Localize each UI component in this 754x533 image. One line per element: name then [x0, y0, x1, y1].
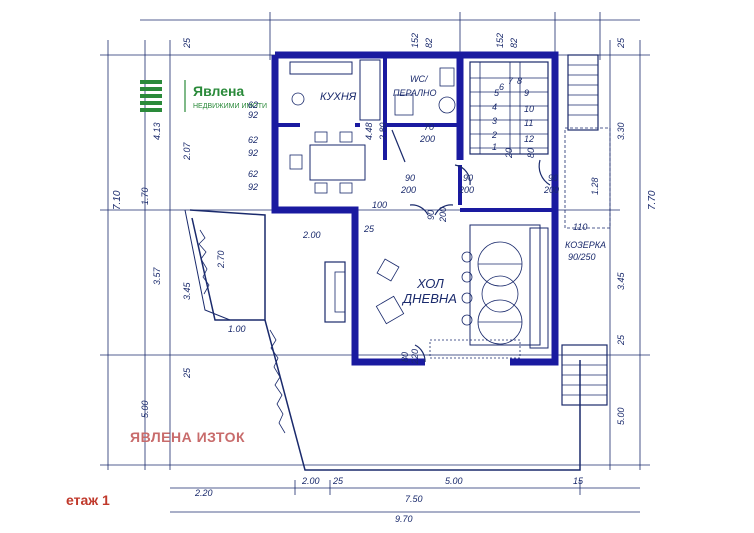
dim-k-62a: 62 [248, 135, 258, 145]
dim-right-25: 25 [616, 334, 626, 346]
room-living-label: ДНЕВНА [401, 291, 457, 306]
stair-9: 9 [524, 88, 529, 98]
dim-d-200b: 200 [458, 185, 474, 195]
floor-label: етаж 1 [66, 492, 110, 508]
dim-top-25a: 25 [182, 37, 192, 49]
dim-left-270: 2.70 [216, 250, 226, 269]
dim-d-70-200: 200 [419, 134, 435, 144]
room-hall-label: ХОЛ [416, 276, 444, 291]
logo-subtitle: НЕДВИЖИМИ ИМОТИ [193, 103, 267, 110]
dim-k-62c: 62 [248, 100, 258, 110]
dim-d-200a: 200 [400, 185, 416, 195]
dim-d-128: 1.28 [590, 177, 600, 195]
stair-10: 10 [524, 104, 534, 114]
terrace [184, 209, 581, 471]
room-canopy-label: КОЗЕРКА [565, 240, 606, 250]
staircase [469, 61, 549, 155]
dim-bot-500: 5.00 [445, 476, 463, 486]
living-furniture [324, 224, 549, 359]
walls [271, 51, 559, 366]
room-kitchen-label: КУХНЯ [320, 91, 357, 103]
dim-right-345: 3.45 [616, 271, 626, 290]
dim-d-70: 70 [424, 122, 434, 132]
stair-12: 12 [524, 134, 534, 144]
dim-d-200d: 200 [438, 207, 448, 223]
dim-left-413: 4.13 [152, 122, 162, 140]
dim-bot-200: 2.00 [301, 476, 320, 486]
dim-d-90c: 90 [548, 173, 558, 183]
dim-d-110: 110 [573, 222, 587, 232]
dim-d-200: 2.00 [302, 230, 321, 240]
dim-top-152a: 152 [410, 33, 420, 48]
dim-bot-750: 7.50 [405, 494, 423, 504]
stair-7: 7 [508, 76, 514, 86]
dim-right-770: 7.70 [647, 190, 658, 210]
dim-d-90d: 90 [426, 210, 436, 220]
dim-left-345: 3.45 [182, 281, 192, 300]
logo-mark-icon [140, 80, 162, 112]
stair-4: 4 [492, 102, 497, 112]
dim-d-100b: 1.00 [228, 324, 246, 334]
dim-top-152b: 152 [495, 33, 505, 48]
dim-d-200c: 200 [543, 185, 559, 195]
dim-left-207: 2.07 [182, 141, 192, 161]
room-laundry-label: ПЕРАЛНО [393, 88, 437, 98]
dim-bot-220: 2.20 [194, 488, 213, 498]
dim-right-330: 3.30 [616, 122, 626, 140]
dim-d-80b: 80 [526, 148, 536, 158]
stair-6: 6 [499, 82, 504, 92]
dim-d-25: 25 [363, 224, 375, 234]
stair-5: 5 [494, 88, 500, 98]
dim-k-92a: 92 [248, 148, 258, 158]
dim-bot-15: 15 [573, 476, 584, 486]
dim-bot-25: 25 [332, 476, 344, 486]
outer-stairs [561, 54, 611, 406]
doors [391, 129, 551, 363]
dim-d-20: 20 [504, 148, 514, 159]
dim-k-448: 4.48 [364, 122, 374, 140]
dim-left-170: 1.70 [140, 187, 150, 205]
stair-2: 2 [491, 130, 497, 140]
dim-k-92c: 92 [248, 110, 258, 120]
dim-top-25b: 25 [616, 37, 626, 49]
dim-d-100: 100 [372, 200, 387, 210]
room-wc-label: WC/ [410, 74, 429, 84]
room-canopy-size: 90/250 [568, 252, 596, 262]
kitchen-furniture [289, 59, 456, 194]
stair-3: 3 [492, 116, 497, 126]
dim-top-82a: 82 [424, 38, 434, 48]
watermark: ЯВЛЕНА ИЗТОК [130, 429, 245, 445]
logo: Явлена НЕДВИЖИМИ ИМОТИ [140, 80, 267, 112]
dim-d-220: 220 [410, 349, 420, 365]
dim-k-280: 2.80 [378, 122, 388, 141]
stair-11: 11 [524, 118, 533, 128]
dim-d-90b: 90 [463, 173, 473, 183]
logo-name: Явлена [193, 83, 244, 99]
dim-top-82b: 82 [509, 38, 519, 48]
dim-k-62b: 62 [248, 169, 258, 179]
dim-bot-970: 9.70 [395, 514, 413, 524]
dim-left-500: 5.00 [140, 400, 150, 418]
dim-d-90a: 90 [405, 173, 415, 183]
stair-8: 8 [517, 76, 522, 86]
stair-1: 1 [492, 142, 497, 152]
dim-left-357: 3.57 [152, 266, 162, 285]
dim-d-80: 80 [400, 352, 410, 362]
dim-left-25: 25 [182, 367, 192, 379]
dim-k-92b: 92 [248, 182, 258, 192]
dim-right-500: 5.00 [616, 407, 626, 425]
dim-left-710: 7.10 [112, 190, 123, 210]
